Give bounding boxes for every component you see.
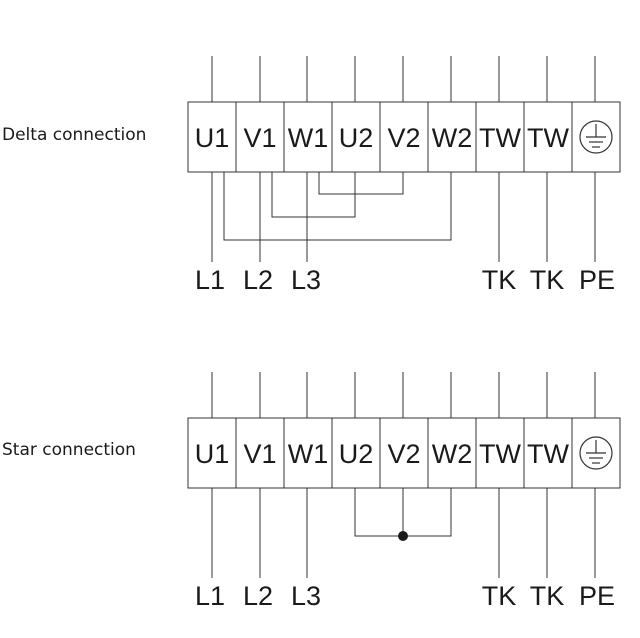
delta-terminal-label: U2	[339, 123, 374, 153]
star-terminal-label: TW	[527, 439, 569, 469]
star-line-label: TK	[530, 581, 565, 611]
star-line-label: L3	[291, 581, 321, 611]
star-terminal-4	[331, 417, 381, 489]
star-point-junction	[398, 531, 408, 541]
delta-terminal-3	[283, 101, 333, 173]
delta-terminal-label: V2	[387, 123, 420, 153]
star-line-label: TK	[482, 581, 517, 611]
earth-ground-icon	[579, 120, 613, 154]
star-terminal-block: U1 V1 W1 U2 V2 W2 TW TW	[187, 417, 621, 489]
star-line-label: PE	[579, 581, 615, 611]
star-terminal-label: W2	[432, 439, 473, 469]
delta-terminal-label: TW	[527, 123, 569, 153]
delta-top-leads	[211, 56, 596, 102]
star-top-leads	[211, 372, 596, 418]
delta-terminal-label: V1	[243, 123, 276, 153]
delta-terminal-label: TW	[479, 123, 521, 153]
delta-wiring	[211, 172, 596, 262]
star-wiring	[211, 488, 596, 578]
star-terminal-label: W1	[288, 439, 329, 469]
star-title: Star connection	[2, 440, 136, 460]
delta-line-label: L3	[291, 265, 321, 295]
star-section: Star connection U1 V1 W1	[2, 372, 621, 611]
delta-terminal-label: W1	[288, 123, 329, 153]
delta-section: Delta connection U1 V1 W1	[2, 56, 621, 295]
star-terminal-label: U1	[195, 439, 230, 469]
delta-terminal-block: U1 V1 W1 U2 V2 W2 TW TW	[187, 101, 621, 173]
delta-line-label: TK	[530, 265, 565, 295]
delta-terminal-label: W2	[432, 123, 473, 153]
delta-terminal-6	[427, 101, 477, 173]
star-terminal-3	[283, 417, 333, 489]
star-terminal-5	[379, 417, 429, 489]
delta-terminal-7	[475, 101, 525, 173]
delta-terminal-4	[331, 101, 381, 173]
earth-ground-icon	[579, 436, 613, 470]
delta-terminal-8	[523, 101, 573, 173]
star-terminal-8	[523, 417, 573, 489]
delta-line-labels: L1 L2 L3 TK TK PE	[195, 265, 615, 295]
delta-line-label: L1	[195, 265, 225, 295]
star-terminal-7	[475, 417, 525, 489]
delta-terminal-5	[379, 101, 429, 173]
star-terminal-label: V1	[243, 439, 276, 469]
star-terminal-label: V2	[387, 439, 420, 469]
star-line-label: L2	[243, 581, 273, 611]
star-terminal-label: U2	[339, 439, 374, 469]
delta-line-label: TK	[482, 265, 517, 295]
star-line-label: L1	[195, 581, 225, 611]
delta-line-label: L2	[243, 265, 273, 295]
delta-title: Delta connection	[2, 125, 146, 145]
star-terminal-label: TW	[479, 439, 521, 469]
star-line-labels: L1 L2 L3 TK TK PE	[195, 581, 615, 611]
delta-terminal-label: U1	[195, 123, 230, 153]
delta-line-label: PE	[579, 265, 615, 295]
